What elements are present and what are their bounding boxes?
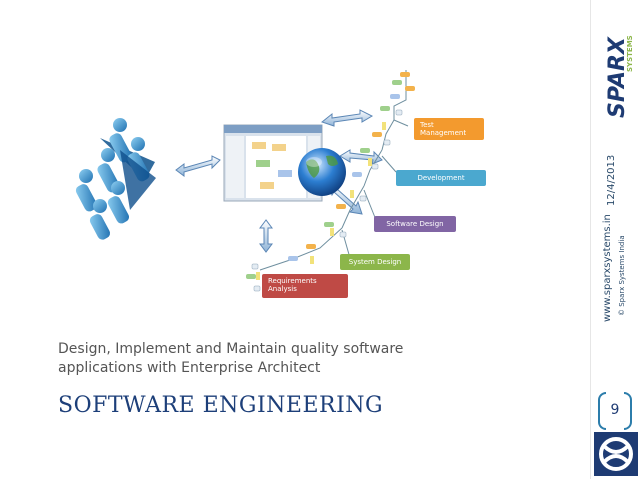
stage-development: Development <box>396 170 486 186</box>
process-flow-nodes <box>246 72 415 292</box>
stage-software-design: Software Design <box>374 216 456 232</box>
stage-system-design: System Design <box>340 254 410 270</box>
sparx-systems-logo: SPARX SYSTEMS <box>598 2 634 120</box>
stage-requirements-line1: Requirements <box>268 277 317 285</box>
arrow-app-to-requirements-icon <box>259 219 273 253</box>
slide-date: 12/4/2013 <box>606 154 617 206</box>
page-number-value: 9 <box>610 402 620 418</box>
stage-software-design-label: Software Design <box>386 220 444 228</box>
subtitle-line-1: Design, Implement and Maintain quality s… <box>58 341 404 357</box>
subtitle-line-2: applications with Enterprise Architect <box>58 360 321 376</box>
sdlc-diagram: Test Management Development Software Des… <box>60 60 560 330</box>
stage-test-management-line1: Test <box>420 121 434 129</box>
stage-test-management: Test Management <box>414 118 484 140</box>
stage-requirements-line2: Analysis <box>268 285 297 293</box>
diagram-graphics <box>75 70 415 292</box>
team-icon <box>75 118 156 240</box>
website-url: www.sparxsystems.in <box>602 214 613 322</box>
stage-system-design-label: System Design <box>348 258 402 266</box>
slide-title: SOFTWARE ENGINEERING <box>58 393 384 418</box>
globe-icon <box>298 148 346 196</box>
stage-test-management-line2: Management <box>420 129 467 137</box>
stage-requirements-analysis: Requirements Analysis <box>262 274 348 298</box>
arrow-globe-to-test-icon <box>320 109 374 127</box>
logo-text-main: SPARX <box>605 36 630 118</box>
copyright-text: © Sparx Systems India <box>618 235 626 316</box>
logo-text-sub: SYSTEMS <box>626 35 634 72</box>
process-flow-connectors <box>259 70 409 271</box>
arrow-team-to-app-icon <box>175 155 221 177</box>
stage-development-label: Development <box>417 174 465 182</box>
arrow-globe-to-development-icon <box>339 149 383 165</box>
sparx-emblem-icon <box>594 432 638 476</box>
slide-subtitle: Design, Implement and Maintain quality s… <box>58 340 438 378</box>
page-number: 9 <box>598 392 632 430</box>
